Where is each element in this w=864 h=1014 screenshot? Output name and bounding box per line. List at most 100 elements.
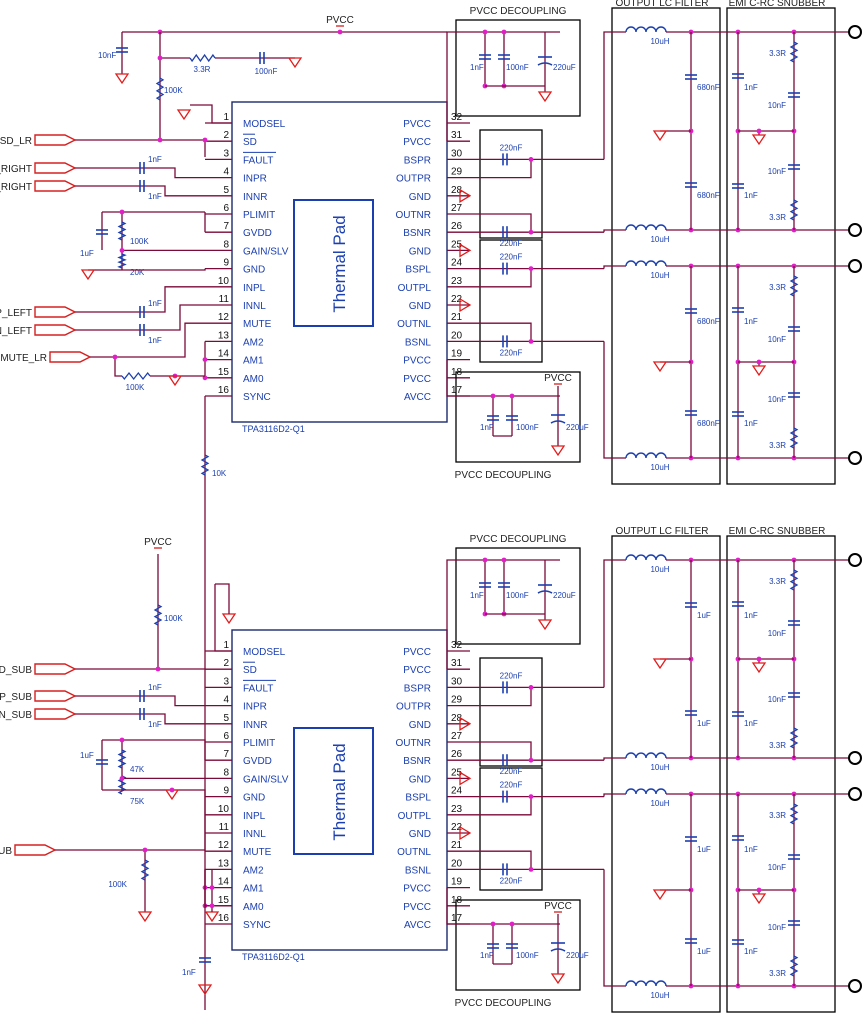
cap-label: 100nF (255, 67, 278, 76)
pin-name: OUTNR (395, 210, 431, 221)
pin-name: PVCC (403, 884, 431, 895)
pin-number: 3 (223, 676, 229, 687)
ground-symbol (550, 445, 566, 457)
pin-name: GAIN/SLV (243, 246, 289, 257)
dec-cap-label: 100nF (506, 591, 529, 600)
pin-number: 22 (451, 294, 463, 305)
resistor (789, 275, 799, 297)
junction-dot (501, 557, 507, 563)
ground-symbol (221, 613, 237, 625)
input-connector (34, 663, 77, 675)
ground-symbol (459, 716, 472, 731)
wire (75, 185, 205, 197)
junction-dot (202, 137, 208, 143)
pin-number: 26 (451, 221, 463, 232)
pin-number: 22 (451, 822, 463, 833)
snubber-cap-label: 10nF (768, 923, 786, 932)
pin-name: BSNR (403, 756, 431, 767)
junction-dot (528, 794, 534, 799)
pin-name: BSPL (405, 793, 431, 804)
ground-symbol (137, 911, 153, 923)
pin-number: 12 (218, 840, 230, 851)
inductor-label: 10uH (650, 271, 669, 280)
dec-cap-label: 1nF (470, 63, 484, 72)
snubber-cap-label: 10nF (768, 101, 786, 110)
filter-cap-label: 1uF (697, 611, 711, 620)
pin-name: PLIMIT (243, 738, 275, 749)
ground-symbol (459, 243, 472, 258)
resistor (189, 53, 216, 63)
junction-dot (157, 55, 163, 61)
pin-name: GND (409, 774, 431, 785)
junction-dot (209, 903, 215, 909)
snubber-cap-label: 10nF (768, 695, 786, 704)
pin-name: GND (409, 829, 431, 840)
pin-name: GAIN/SLV (243, 774, 289, 785)
pin-name: SYNC (243, 392, 271, 403)
input-net-label: SD_SUB (0, 665, 32, 676)
ground-symbol (751, 893, 767, 905)
pin-number: 19 (451, 877, 463, 888)
pin-name: GND (409, 301, 431, 312)
junction-dot (482, 557, 488, 563)
pin-number: 2 (223, 658, 229, 669)
ground-symbol (751, 662, 767, 674)
pin-name: INPR (243, 702, 267, 713)
pin-name: GND (409, 192, 431, 203)
pin-number: 17 (451, 913, 463, 924)
snubber-res-label: 3.3R (769, 441, 786, 450)
pin-number: 8 (223, 767, 229, 778)
decoupling-title: PVCC DECOUPLING (470, 6, 567, 17)
pin-name: SYNC (243, 920, 271, 931)
resistor (117, 253, 127, 269)
ground-symbol (652, 889, 668, 901)
junction-dot (119, 737, 125, 743)
emi-snubber-box (726, 7, 836, 485)
snubber-res-label: 3.3R (769, 741, 786, 750)
junction-dot (756, 656, 762, 662)
wire (470, 741, 532, 761)
snubber-cap-label: 1nF (744, 947, 758, 956)
snubber-cap-label: 1nF (744, 83, 758, 92)
pin-number: 20 (451, 330, 463, 341)
filter-title: OUTPUT LC FILTER (616, 0, 709, 9)
pin-number: 9 (223, 786, 229, 797)
pin-name: INPL (243, 283, 266, 294)
junction-dot (209, 885, 215, 890)
filter-cap-label: 1uF (697, 845, 711, 854)
junction-dot (756, 359, 762, 365)
cap-label: 1nF (148, 336, 162, 345)
dec-cap-label: 1nF (480, 951, 494, 960)
pvcc-label: PVCC (144, 537, 172, 548)
inductor (625, 980, 667, 987)
snubber-title: EMI C-RC SNUBBER (729, 0, 826, 9)
resistor (789, 199, 799, 221)
junction-dot (169, 787, 175, 793)
output-terminal (848, 787, 862, 801)
snubber-res-label: 3.3R (769, 577, 786, 586)
junction-dot (756, 128, 762, 134)
wire (603, 757, 626, 761)
junction-dot (119, 776, 125, 781)
ground-symbol (652, 130, 668, 142)
pin-name: BSPR (404, 155, 431, 166)
filter-cap-label: 680nF (697, 419, 720, 428)
pin-name: BSNR (403, 228, 431, 239)
input-net-label: IN_P_RIGHT (0, 164, 32, 175)
pin-name: BSPL (405, 265, 431, 276)
dec-cap-label: 100nF (506, 63, 529, 72)
snubber-res-label: 3.3R (769, 811, 786, 820)
pin-name: GND (409, 246, 431, 257)
ground-symbol (459, 771, 472, 786)
junction-dot (528, 867, 534, 872)
pin-name: INPR (243, 174, 267, 185)
wire (470, 850, 532, 870)
pin-number: 10 (218, 276, 230, 287)
input-connector (34, 708, 77, 720)
junction-dot (157, 137, 163, 143)
resistor (789, 803, 799, 825)
resistor (153, 604, 163, 626)
pin-name: AM2 (243, 865, 264, 876)
input-connector (34, 162, 77, 174)
